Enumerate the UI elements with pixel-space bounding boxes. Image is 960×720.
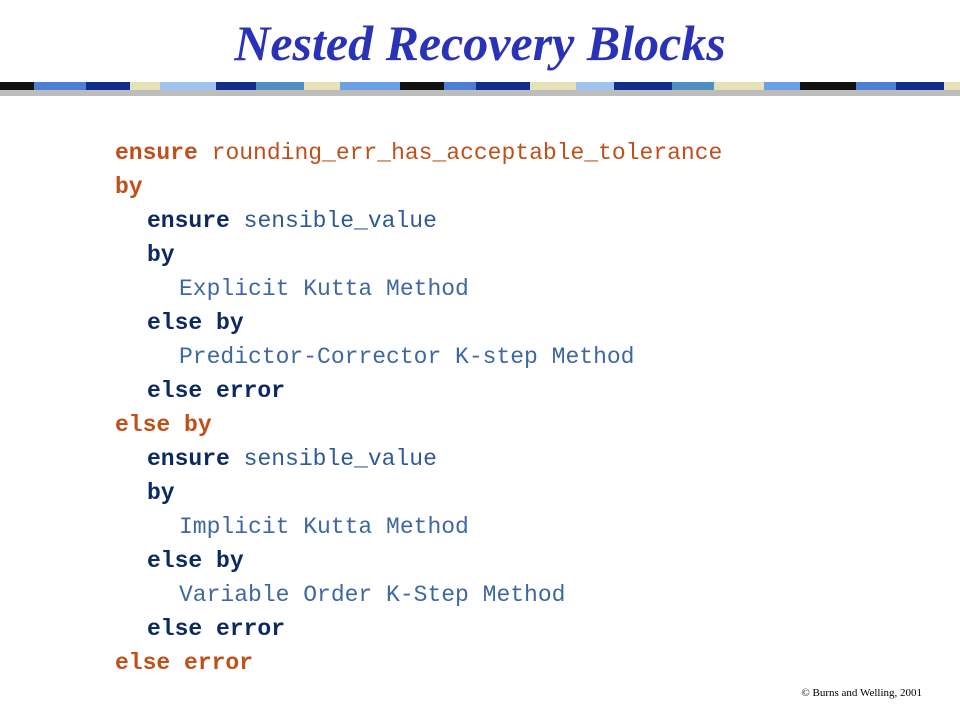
bar-segment bbox=[896, 82, 944, 90]
code-line-11: by bbox=[115, 476, 722, 510]
keyword: else error bbox=[147, 378, 286, 404]
bar-segment bbox=[764, 82, 800, 90]
code-line-1: ensure rounding_err_has_acceptable_toler… bbox=[115, 136, 722, 170]
code-line-6: else by bbox=[115, 306, 722, 340]
code-line-10: ensure sensible_value bbox=[115, 442, 722, 476]
code-line-13: else by bbox=[115, 544, 722, 578]
bar-shadow bbox=[0, 86, 960, 96]
code-line-2: by bbox=[115, 170, 722, 204]
bar-segment bbox=[400, 82, 444, 90]
bar-segment bbox=[444, 82, 476, 90]
code-line-15: else error bbox=[115, 612, 722, 646]
slide-title: Nested Recovery Blocks bbox=[234, 15, 726, 71]
code-line-16: else error bbox=[115, 646, 722, 680]
bar-segment bbox=[614, 82, 672, 90]
keyword: else by bbox=[147, 548, 244, 574]
bar-segment bbox=[216, 82, 256, 90]
keyword: ensure bbox=[147, 208, 230, 234]
bar-segment bbox=[340, 82, 400, 90]
code-text: Explicit Kutta Method bbox=[179, 276, 469, 302]
code-text: Predictor-Corrector K-step Method bbox=[179, 344, 635, 370]
code-block: ensure rounding_err_has_acceptable_toler… bbox=[115, 136, 722, 680]
bar-segment bbox=[576, 82, 614, 90]
keyword: else by bbox=[147, 310, 244, 336]
bar-segment bbox=[476, 82, 530, 90]
code-text: sensible_value bbox=[243, 446, 437, 472]
code-line-12: Implicit Kutta Method bbox=[115, 510, 722, 544]
code-line-9: else by bbox=[115, 408, 722, 442]
bar-segment bbox=[86, 82, 130, 90]
code-line-4: by bbox=[115, 238, 722, 272]
bar-segment bbox=[160, 82, 216, 90]
keyword: ensure bbox=[115, 140, 198, 166]
copyright-notice: © Burns and Welling, 2001 bbox=[801, 687, 922, 699]
bar-segment bbox=[304, 82, 340, 90]
code-line-3: ensure sensible_value bbox=[115, 204, 722, 238]
keyword: by bbox=[147, 242, 175, 268]
title-divider-bar bbox=[0, 82, 960, 96]
bar-segment bbox=[34, 82, 86, 90]
bar-segment bbox=[256, 82, 304, 90]
code-line-5: Explicit Kutta Method bbox=[115, 272, 722, 306]
bar-segment bbox=[714, 82, 764, 90]
code-line-14: Variable Order K-Step Method bbox=[115, 578, 722, 612]
bar-segments bbox=[0, 82, 960, 90]
code-text: Variable Order K-Step Method bbox=[179, 582, 566, 608]
bar-segment bbox=[672, 82, 714, 90]
keyword: ensure bbox=[147, 446, 230, 472]
keyword: by bbox=[115, 174, 143, 200]
code-line-7: Predictor-Corrector K-step Method bbox=[115, 340, 722, 374]
bar-segment bbox=[0, 82, 34, 90]
keyword: by bbox=[147, 480, 175, 506]
code-text: sensible_value bbox=[243, 208, 437, 234]
bar-segment bbox=[944, 82, 960, 90]
keyword: else error bbox=[115, 650, 254, 676]
bar-segment bbox=[856, 82, 896, 90]
code-text: Implicit Kutta Method bbox=[179, 514, 469, 540]
code-text: rounding_err_has_acceptable_tolerance bbox=[211, 140, 723, 166]
bar-segment bbox=[800, 82, 856, 90]
bar-segment bbox=[130, 82, 160, 90]
bar-segment bbox=[530, 82, 576, 90]
keyword: else error bbox=[147, 616, 286, 642]
keyword: else by bbox=[115, 412, 212, 438]
code-line-8: else error bbox=[115, 374, 722, 408]
